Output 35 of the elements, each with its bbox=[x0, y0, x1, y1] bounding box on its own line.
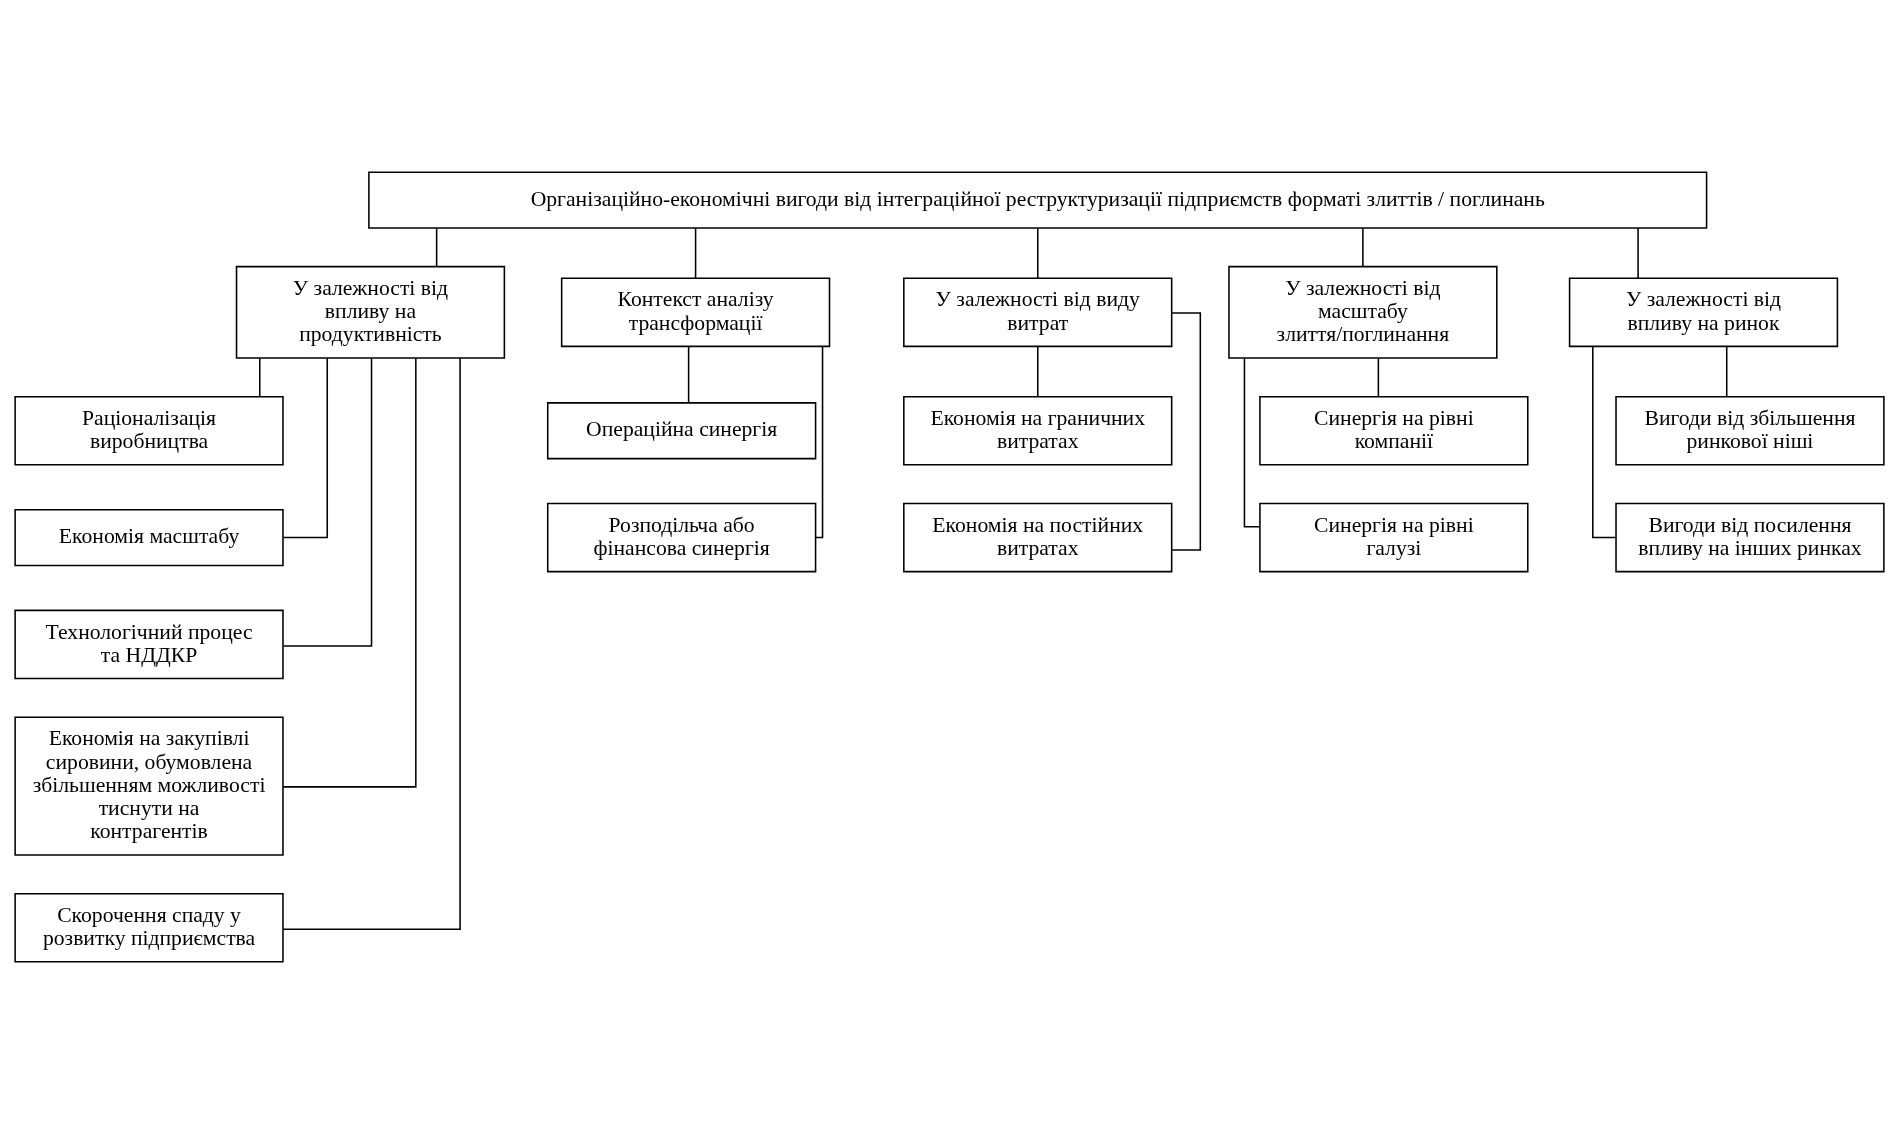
connector bbox=[282, 356, 373, 647]
connector bbox=[1243, 357, 1261, 528]
connector bbox=[694, 227, 697, 279]
node-box: У залежності від впливу на продуктивність bbox=[235, 265, 506, 359]
node-box: Організаційно-економічні вигоди від інтеграційної реструктуризації підприємств форматі злиттів / поглинань bbox=[368, 170, 1708, 229]
connector bbox=[282, 356, 417, 788]
connector bbox=[1036, 227, 1039, 279]
connector bbox=[258, 357, 261, 397]
node-box: У залежності від виду витрат bbox=[903, 276, 1173, 347]
connector bbox=[1362, 227, 1364, 267]
node-box: У залежності від впливу на ринок bbox=[1568, 276, 1839, 347]
node-box: Технологічний процес та НДДКР bbox=[14, 609, 284, 679]
node-box: Синергія на рівні компанії bbox=[1259, 395, 1529, 466]
node-box: Раціоналізація виробництва bbox=[14, 395, 284, 466]
connector bbox=[435, 227, 438, 267]
node-box: Економія масштабу bbox=[14, 508, 284, 566]
node-box: Скорочення спаду у розвитку підприємства bbox=[14, 892, 284, 963]
connector bbox=[1377, 357, 1380, 397]
connector bbox=[1725, 345, 1728, 397]
node-box: Контекст аналізу трансформації bbox=[560, 276, 831, 347]
node-box: Економія на граничних витратах bbox=[903, 395, 1173, 466]
connector bbox=[687, 345, 690, 403]
node-box: Вигоди від збільшення ринкової ніші bbox=[1615, 395, 1885, 466]
node-box: Вигоди від посилення впливу на інших ринках bbox=[1615, 502, 1885, 572]
connector bbox=[1637, 227, 1639, 279]
node-box: Економія на постійних витратах bbox=[903, 502, 1173, 572]
node-box: Економія на закупівлі сировини, обумовлена збільшенням можливості тиснути на контрагентів bbox=[14, 715, 284, 856]
node-box: У залежності від масштабу злиття/поглинання bbox=[1228, 265, 1498, 359]
connector bbox=[1171, 311, 1202, 551]
node-box: Розподільча або фінансова синергія bbox=[546, 502, 817, 572]
node-box: Синергія на рівні галузі bbox=[1259, 502, 1529, 572]
node-box: Операційна синергія bbox=[546, 401, 817, 459]
connector bbox=[282, 356, 461, 930]
connector bbox=[282, 357, 329, 538]
connector bbox=[1036, 345, 1039, 397]
